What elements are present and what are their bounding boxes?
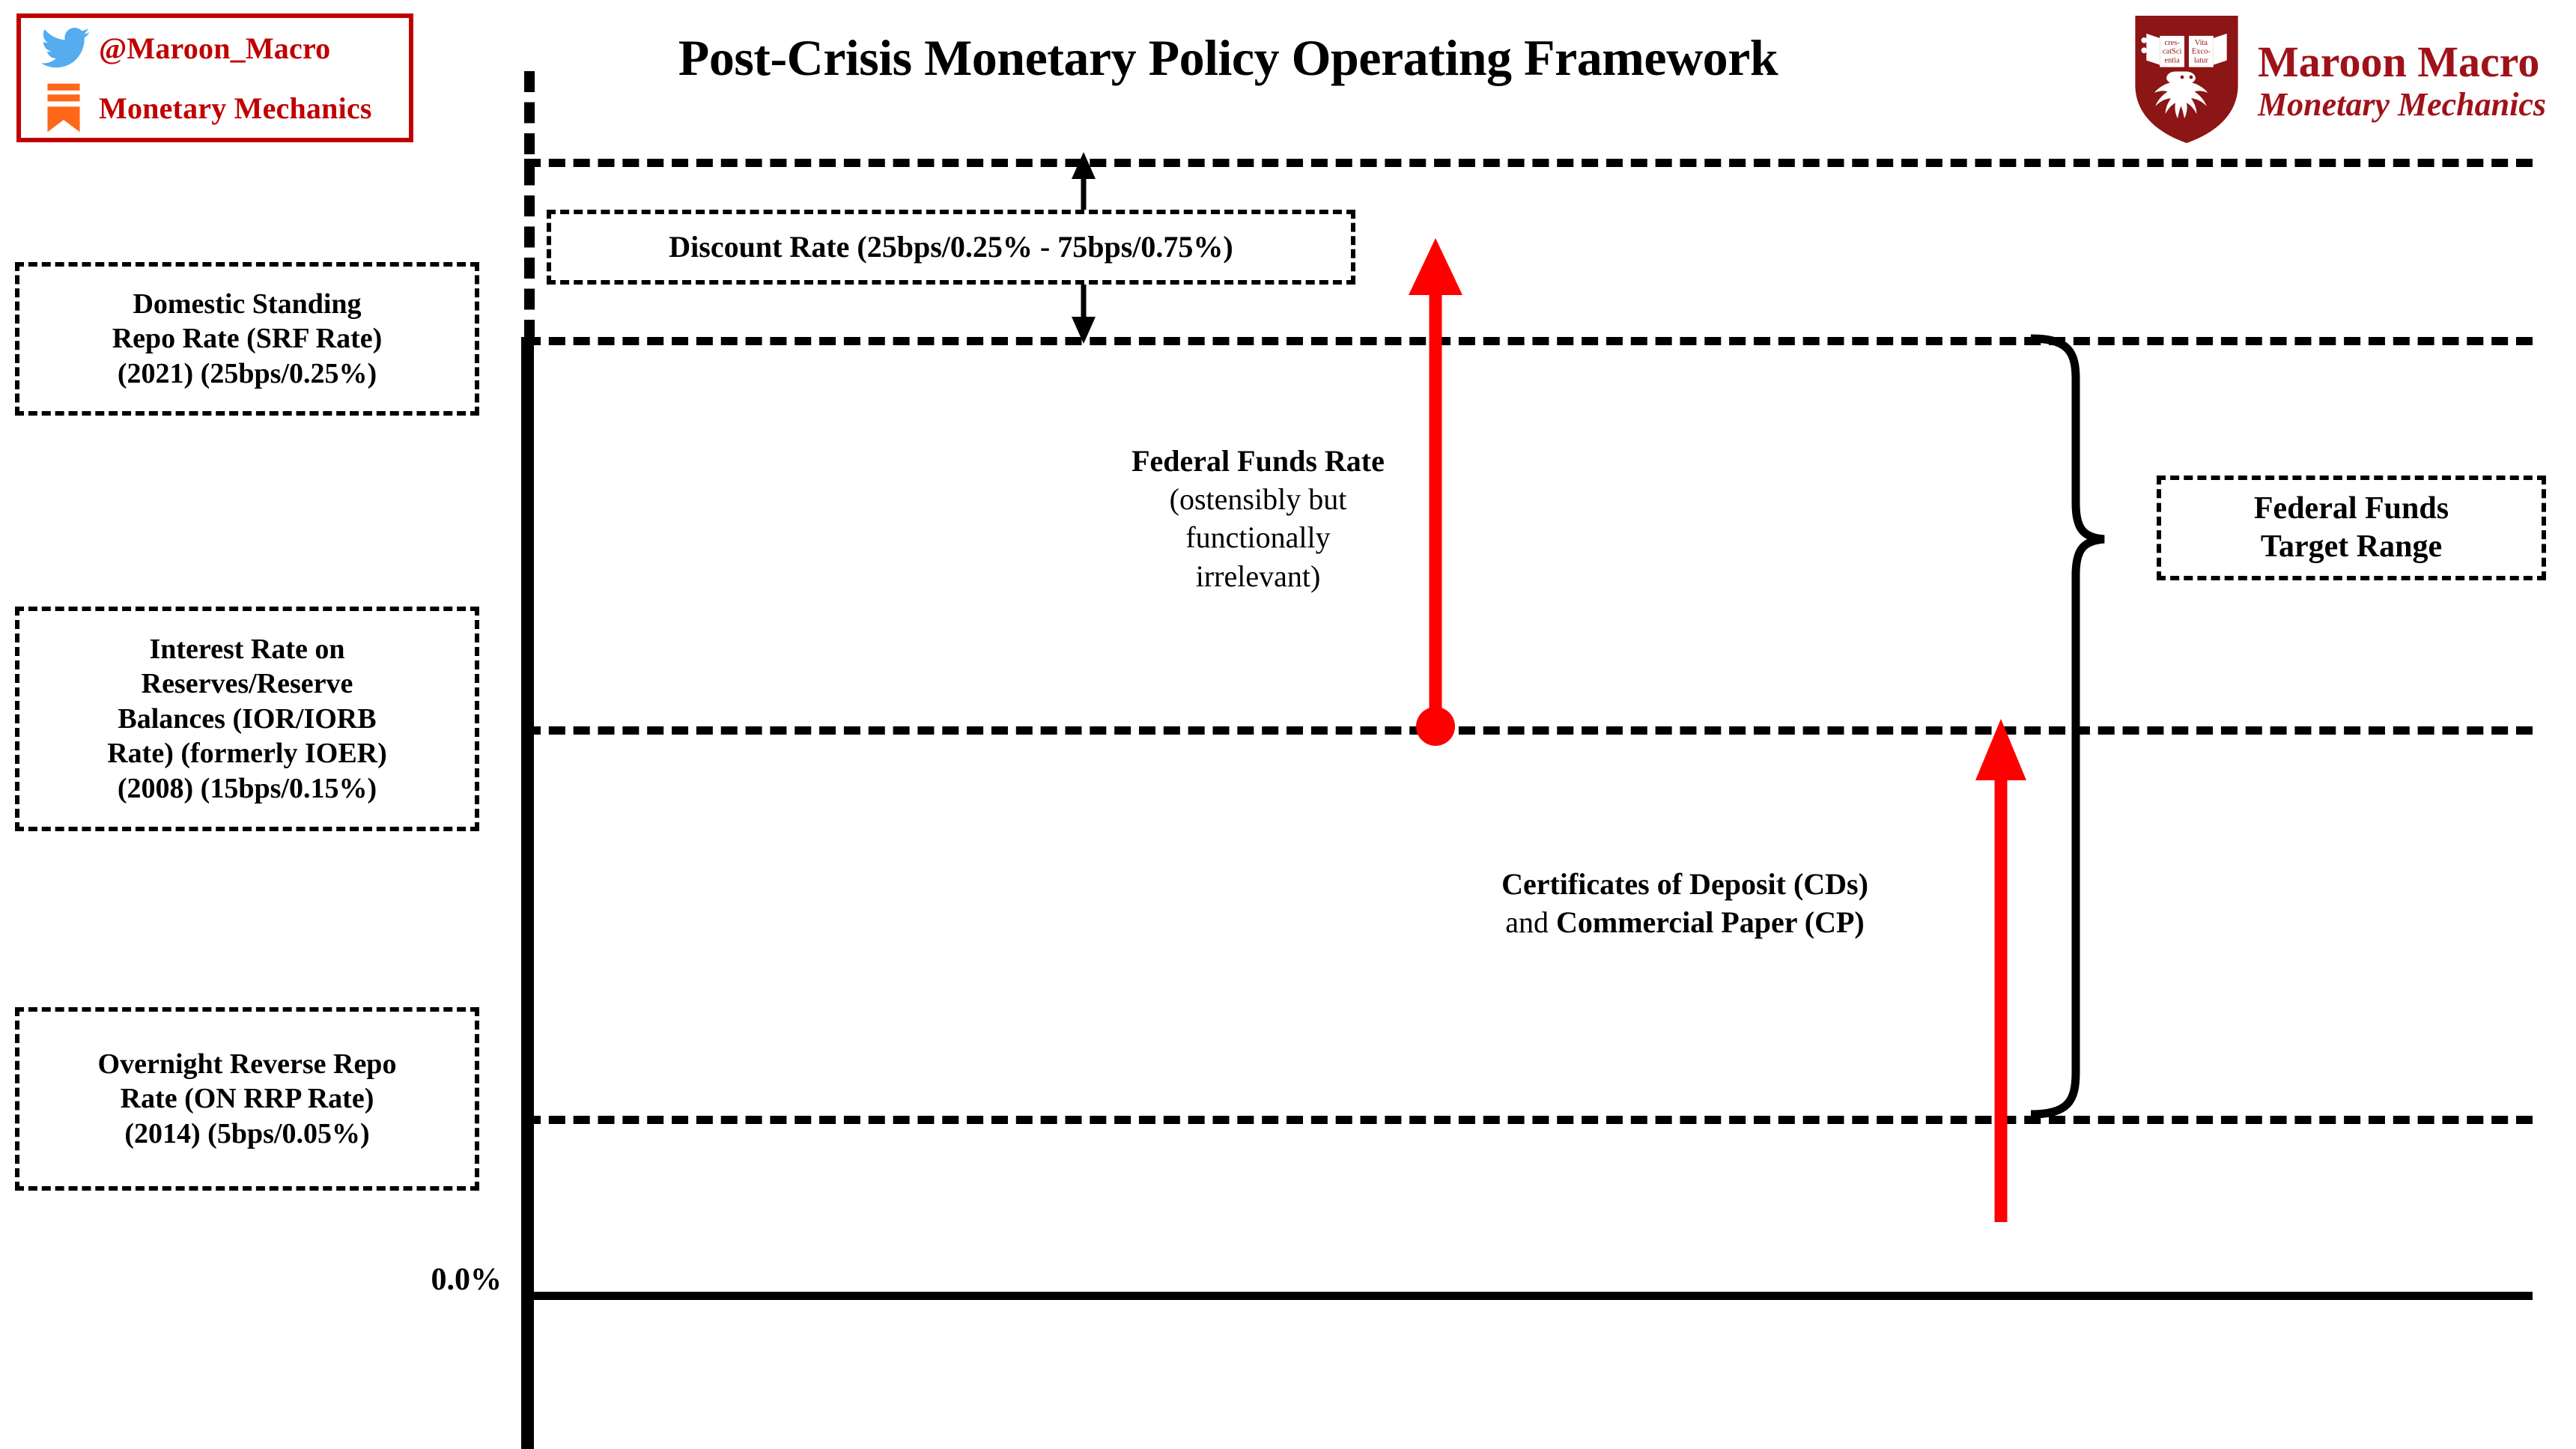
svg-text:catSci: catSci xyxy=(2163,47,2182,55)
substack-bookmark-icon xyxy=(40,82,99,134)
srf-line-2: Repo Rate (SRF Rate) xyxy=(112,323,383,355)
svg-text:cres-: cres- xyxy=(2164,38,2180,46)
uchicago-shield-phoenix-icon: cres- catSci entia Vita Exco- latur xyxy=(2130,13,2243,149)
onrrp-rate-line xyxy=(524,1116,2533,1124)
srf-line-1: Domestic Standing xyxy=(133,288,362,320)
twitter-bird-icon xyxy=(40,28,99,68)
iorb-rate-label-box: Interest Rate on Reserves/Reserve Balanc… xyxy=(15,607,479,831)
onrrp-line-3: (2014) (5bps/0.05%) xyxy=(124,1117,370,1149)
ffr-line-4: irrelevant) xyxy=(1195,559,1321,593)
logo-tagline-label: Monetary Mechanics xyxy=(2258,86,2546,123)
page-title: Post-Crisis Monetary Policy Operating Fr… xyxy=(678,29,1778,86)
svg-text:Exco-: Exco- xyxy=(2192,47,2211,55)
brand-badge: @Maroon_Macro Monetary Mechanics xyxy=(16,13,413,142)
srf-rate-label-box: Domestic Standing Repo Rate (SRF Rate) (… xyxy=(15,262,479,416)
discount-rate-ceiling-line xyxy=(524,159,2533,167)
svg-text:latur: latur xyxy=(2194,56,2209,64)
svg-text:entia: entia xyxy=(2164,56,2180,64)
maroon-macro-logo: cres- catSci entia Vita Exco- latur Maro… xyxy=(2130,13,2565,148)
twitter-handle-label: @Maroon_Macro xyxy=(99,31,331,65)
target-range-line-2: Target Range xyxy=(2260,529,2443,564)
iorb-line-4: Rate) (formerly IOER) xyxy=(107,738,387,770)
cdcp-line-1: Certificates of Deposit (CDs) xyxy=(1501,867,1868,901)
brand-twitter-row[interactable]: @Maroon_Macro xyxy=(21,18,409,78)
iorb-line-2: Reserves/Reserve xyxy=(141,668,353,700)
cds-cp-annotation: Certificates of Deposit (CDs) and Commer… xyxy=(1408,865,1962,941)
iorb-line-1: Interest Rate on xyxy=(149,634,345,666)
svg-text:Vita: Vita xyxy=(2195,38,2208,46)
zero-percent-line xyxy=(524,1292,2533,1300)
onrrp-line-1: Overnight Reverse Repo xyxy=(97,1048,397,1080)
srf-rate-line xyxy=(524,337,2533,345)
iorb-line-3: Balances (IOR/IORB xyxy=(118,702,377,735)
cdcp-line-2: Commercial Paper (CP) xyxy=(1556,905,1865,940)
cdcp-and: and xyxy=(1505,905,1549,940)
ffr-title: Federal Funds Rate xyxy=(1131,444,1385,478)
iorb-rate-line xyxy=(524,726,2533,735)
discount-rate-label: Discount Rate (25bps/0.25% - 75bps/0.75%… xyxy=(669,229,1233,264)
iorb-line-5: (2008) (15bps/0.15%) xyxy=(117,772,377,804)
zero-percent-label: 0.0% xyxy=(431,1263,502,1297)
logo-name-label: Maroon Macro xyxy=(2258,37,2540,86)
brand-substack-row[interactable]: Monetary Mechanics xyxy=(21,78,409,138)
ffr-line-3: functionally xyxy=(1185,520,1331,555)
onrrp-line-2: Rate (ON RRP Rate) xyxy=(120,1083,374,1115)
target-range-line-1: Federal Funds xyxy=(2253,490,2449,526)
discount-rate-label-box: Discount Rate (25bps/0.25% - 75bps/0.75%… xyxy=(547,210,1355,285)
srf-line-3: (2021) (25bps/0.25%) xyxy=(117,357,377,389)
y-axis-dashed-extension xyxy=(524,71,535,341)
substack-name-label: Monetary Mechanics xyxy=(99,91,372,125)
ffr-line-2: (ostensibly but xyxy=(1169,482,1347,517)
federal-funds-target-range-label-box: Federal Funds Target Range xyxy=(2157,476,2546,580)
onrrp-rate-label-box: Overnight Reverse Repo Rate (ON RRP Rate… xyxy=(15,1007,479,1191)
federal-funds-rate-annotation: Federal Funds Rate (ostensibly but funct… xyxy=(1048,442,1468,595)
y-axis xyxy=(521,337,534,1449)
cds-cp-arrow xyxy=(1975,719,2026,1222)
